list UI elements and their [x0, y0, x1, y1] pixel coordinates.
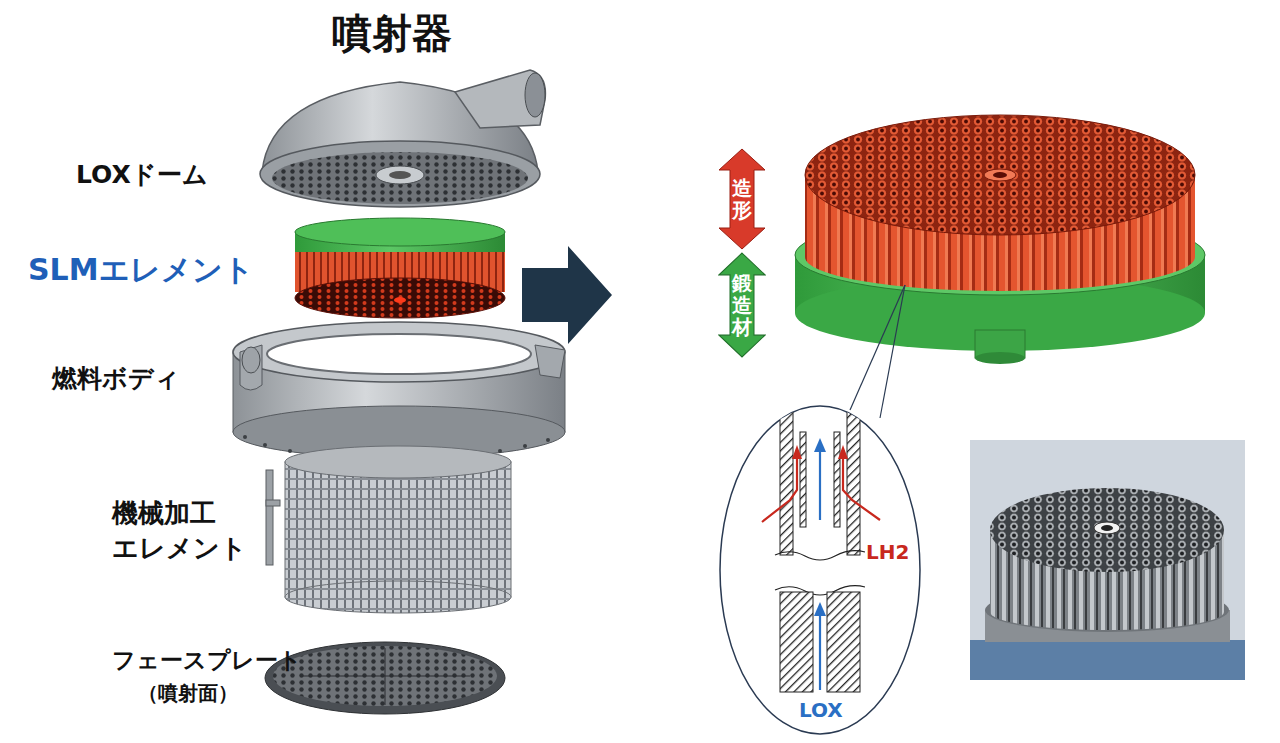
vertical-label: 鍛造材 — [732, 272, 752, 338]
part-name: LOXドーム — [76, 158, 208, 191]
vertical-label: 造形 — [732, 177, 752, 221]
part-name: フェースプレート — [112, 645, 302, 676]
part-name: SLMエレメント — [28, 250, 254, 291]
flow-label: LH2 — [866, 540, 909, 564]
part-name: 機械加工 エレメント — [112, 496, 254, 566]
flow-label: LOX — [799, 698, 843, 722]
part-name: 燃料ボディ — [52, 362, 180, 395]
diagram-title: 噴射器 — [332, 6, 452, 61]
part-note: （噴射面） — [138, 680, 238, 707]
additive-arrow: 造形 — [718, 148, 766, 250]
forged-arrow: 鍛造材 — [718, 252, 766, 358]
